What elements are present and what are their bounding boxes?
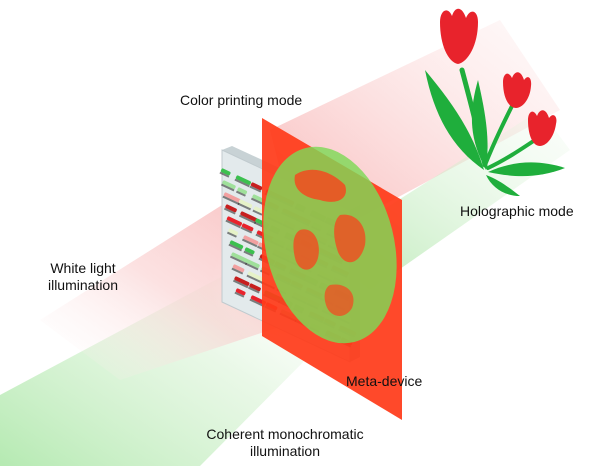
nanopillar xyxy=(229,252,249,266)
nanopillar xyxy=(234,288,246,298)
white-light-label: White light illumination xyxy=(38,260,128,294)
nanopillar xyxy=(220,180,236,192)
nanopillar xyxy=(231,264,245,275)
nanopillar xyxy=(223,204,237,215)
meta-device-label: Meta-device xyxy=(346,373,423,389)
nanopillar xyxy=(222,192,241,206)
nanopillar xyxy=(235,187,248,197)
nanopillar xyxy=(225,216,243,229)
nanopillar xyxy=(252,206,264,216)
nanopillar xyxy=(243,247,255,257)
nanopillar xyxy=(228,240,244,252)
coherent-label-line2: illumination xyxy=(249,443,321,459)
nanopillar xyxy=(240,223,254,234)
nanopillar xyxy=(247,283,261,294)
nanopillar xyxy=(234,175,252,188)
nanopillar xyxy=(241,235,259,248)
hologram-globe xyxy=(263,146,397,344)
white-light-label-line2: illumination xyxy=(47,277,119,293)
nanopillar xyxy=(226,228,239,238)
nanopillar xyxy=(238,211,258,225)
nanopillar xyxy=(244,259,260,271)
coherent-label-line1: Coherent monochromatic xyxy=(206,426,364,442)
nanopillar xyxy=(249,182,263,193)
white-light-label-line1: White light xyxy=(50,260,116,276)
nanopillar xyxy=(246,271,265,285)
nanopillar xyxy=(237,199,253,211)
color-printing-mode-label: Color printing mode xyxy=(180,92,303,108)
holographic-mode-label: Holographic mode xyxy=(460,203,574,219)
coherent-illumination-label: Coherent monochromatic illumination xyxy=(180,426,390,460)
nanopillar xyxy=(219,168,231,178)
tulip-bouquet-icon xyxy=(425,8,565,196)
nanopillar xyxy=(232,276,250,289)
